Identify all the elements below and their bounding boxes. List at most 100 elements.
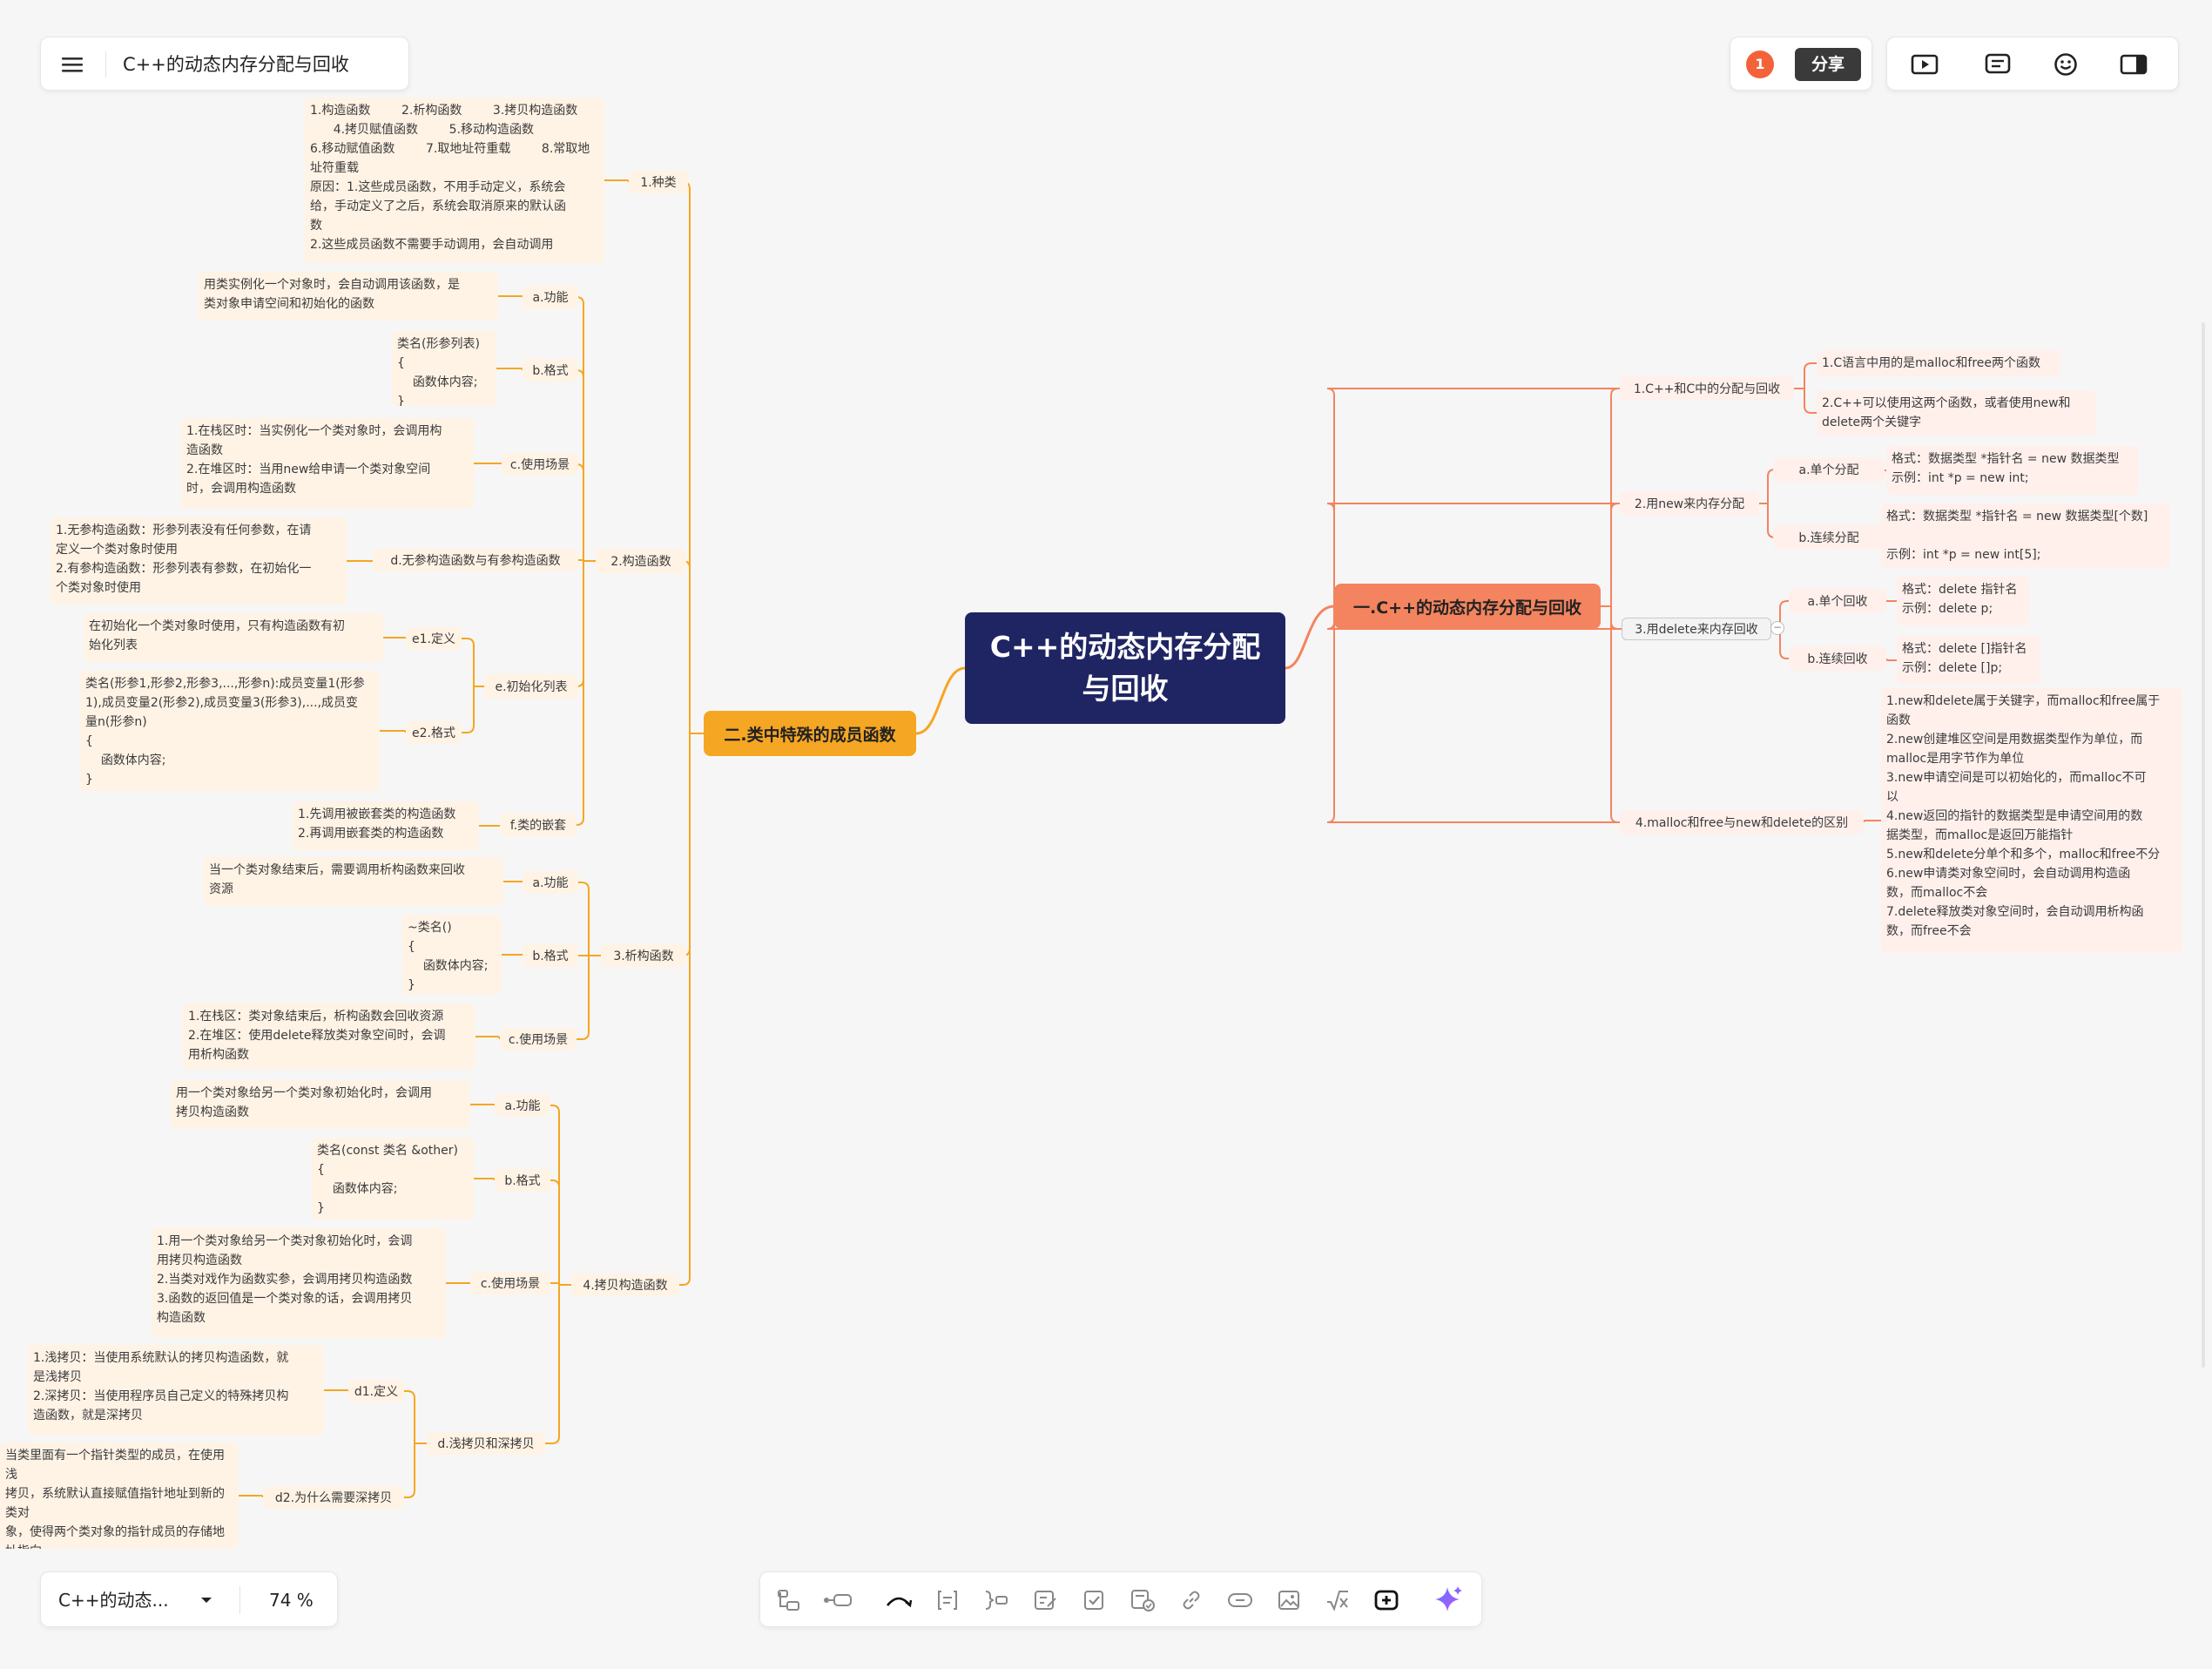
topic-l4d1[interactable]: d1.定义	[348, 1380, 404, 1402]
topic-l3b[interactable]: b.格式	[523, 944, 578, 967]
menu-icon[interactable]	[57, 49, 88, 80]
leaf-l4a[interactable]: 用一个类对象给另一个类对象初始化时，会调用 拷贝构造函数	[171, 1080, 470, 1129]
leaf-l4b[interactable]: 类名(const 类名 &other) { 函数体内容; }	[312, 1138, 474, 1220]
topic-l2e1[interactable]: e1.定义	[406, 627, 462, 650]
connector-line	[462, 686, 475, 733]
topic-l3c[interactable]: c.使用场景	[500, 1028, 577, 1051]
topic-l4[interactable]: 4.拷贝构造函数	[571, 1274, 679, 1296]
leaf-l2b[interactable]: 类名(形参列表) { 函数体内容; }	[392, 331, 496, 406]
connector-line	[550, 1179, 560, 1285]
topic-r3-selected[interactable]: 3.用delete来内存回收	[1622, 618, 1771, 640]
connector-line	[682, 181, 691, 733]
note-icon[interactable]	[1028, 1584, 1062, 1617]
document-title[interactable]: C++的动态内存分配与回收	[123, 54, 349, 75]
topic-l2d[interactable]: d.无参构造函数与有参构造函数	[373, 549, 578, 571]
leaf-r2a[interactable]: 格式：数据类型 *指针名 = new 数据类型 示例：int *p = new …	[1886, 446, 2139, 495]
connector-line	[239, 1495, 264, 1498]
vertical-scrollbar[interactable]	[2202, 322, 2205, 1368]
child-topic-icon[interactable]	[821, 1584, 854, 1617]
checkbox-icon[interactable]	[1077, 1584, 1110, 1617]
topic-r1[interactable]: 1.C++和C中的分配与回收	[1620, 376, 1794, 401]
insert-icon[interactable]	[1370, 1584, 1403, 1617]
notification-badge[interactable]: 1	[1746, 51, 1774, 78]
topic-r4[interactable]: 4.malloc和free与new和delete的区别	[1620, 810, 1864, 834]
connector-line	[462, 638, 475, 686]
leaf-r2b[interactable]: 格式：数据类型 *指针名 = new 数据类型[个数] 示例：int *p = …	[1881, 503, 2170, 568]
sibling-topic-icon[interactable]	[772, 1584, 806, 1617]
topic-l4a[interactable]: a.功能	[495, 1094, 550, 1117]
relationship-icon[interactable]	[882, 1584, 915, 1617]
topic-l2e[interactable]: e.初始化列表	[484, 674, 578, 699]
leaf-r1b[interactable]: 2.C++可以使用这两个函数，或者使用new和 delete两个关键字	[1817, 390, 2095, 436]
chevron-down-icon[interactable]	[196, 1590, 217, 1611]
connector-line	[578, 882, 590, 956]
formula-icon[interactable]	[1321, 1584, 1354, 1617]
leaf-l2e1[interactable]: 在初始化一个类对象时使用，只有构造函数有初 始化列表	[84, 613, 383, 662]
leaf-l2c[interactable]: 1.在栈区时：当实例化一个类对象时，会调用构 造函数 2.在堆区时：当用new给…	[181, 418, 474, 509]
leaf-l4c[interactable]: 1.用一个类对象给另一个类对象初始化时，会调 用拷贝构造函数 2.当类对戏作为函…	[152, 1228, 446, 1338]
topic-l2f[interactable]: f.类的嵌套	[500, 814, 577, 836]
root-topic[interactable]: C++的动态内存分配 与回收	[965, 612, 1285, 724]
summary-bracket-icon[interactable]	[980, 1584, 1013, 1617]
emoji-icon[interactable]	[2049, 48, 2082, 81]
connector-line	[383, 637, 407, 639]
topic-l2e2[interactable]: e2.格式	[406, 721, 462, 744]
leaf-r1a[interactable]: 1.C语言中用的是malloc和free两个函数	[1817, 350, 2060, 376]
topic-l1[interactable]: 1.种类	[629, 171, 688, 193]
share-button[interactable]: 分享	[1795, 48, 1861, 81]
connector-line	[324, 1389, 349, 1392]
topic-l4b[interactable]: b.格式	[495, 1169, 550, 1192]
ai-sparkle-icon[interactable]	[1429, 1582, 1467, 1618]
leaf-r3b[interactable]: 格式：delete []指针名 示例：delete []p;	[1897, 636, 2040, 685]
topic-link-icon[interactable]	[1224, 1584, 1257, 1617]
link-icon[interactable]	[1175, 1584, 1208, 1617]
topic-l3a[interactable]: a.功能	[523, 871, 578, 894]
topic-r2b[interactable]: b.连续分配	[1773, 525, 1885, 550]
connector-line	[915, 666, 966, 735]
topic-l4c[interactable]: c.使用场景	[470, 1272, 550, 1294]
leaf-l2a[interactable]: 用类实例化一个对象时，会自动调用该函数，是 类对象申请空间和初始化的函数	[199, 272, 498, 321]
leaf-r4[interactable]: 1.new和delete属于关键字，而malloc和free属于 函数 2.ne…	[1881, 688, 2182, 953]
connector-line	[380, 730, 407, 733]
connector-line	[1610, 388, 1620, 606]
connector-line	[1285, 605, 1335, 670]
topic-r2a[interactable]: a.单个分配	[1773, 457, 1885, 482]
topic-l2b[interactable]: b.格式	[523, 359, 578, 382]
leaf-l3c[interactable]: 1.在栈区：类对象结束后，析构函数会回收资源 2.在堆区：使用delete释放类…	[183, 1003, 475, 1070]
leaf-l3a[interactable]: 当一个类对象结束后，需要调用析构函数来回收 资源	[204, 857, 503, 906]
topic-l2[interactable]: 2.构造函数	[596, 549, 686, 573]
topic-r3b[interactable]: b.连续回收	[1789, 646, 1886, 671]
topic-l3[interactable]: 3.析构函数	[601, 944, 686, 967]
connector-line	[682, 560, 691, 733]
connector-line	[1326, 606, 1864, 823]
summary-box-icon[interactable]	[931, 1584, 964, 1617]
topic-r3a[interactable]: a.单个回收	[1789, 589, 1886, 613]
topic-right-main[interactable]: 一.C++的动态内存分配与回收	[1334, 584, 1601, 629]
side-panel-icon[interactable]	[2117, 48, 2150, 81]
connector-line	[1610, 606, 1620, 823]
outline-icon[interactable]	[1981, 48, 2014, 81]
leaf-l4d2[interactable]: 当类里面有一个指针类型的成员，在使用浅 拷贝，系统默认直接赋值指针地址到新的类对…	[0, 1443, 239, 1549]
leaf-l1[interactable]: 1.构造函数 2.析构函数 3.拷贝构造函数 4.拷贝赋值函数 5.移动构造函数…	[305, 98, 604, 263]
topic-l4d[interactable]: d.浅拷贝和深拷贝	[427, 1432, 545, 1455]
topic-l2a[interactable]: a.功能	[523, 286, 578, 308]
task-icon[interactable]	[1126, 1584, 1159, 1617]
collapse-toggle-icon[interactable]: −	[1770, 621, 1784, 635]
leaf-l2e2[interactable]: 类名(形参1,形参2,形参3,...,形参n):成员变量1(形参 1),成员变量…	[80, 671, 380, 791]
leaf-l3b[interactable]: ~类名() { 函数体内容; }	[402, 915, 502, 995]
connector-line	[474, 463, 502, 465]
zoom-level[interactable]: 74 %	[269, 1590, 314, 1611]
leaf-l4d1[interactable]: 1.浅拷贝：当使用系统默认的拷贝构造函数，就 是浅拷贝 2.深拷贝：当使用程序员…	[28, 1345, 324, 1436]
leaf-l2f[interactable]: 1.先调用被嵌套类的构造函数 2.再调用嵌套类的构造函数	[293, 801, 479, 850]
topic-l4d2[interactable]: d2.为什么需要深拷贝	[263, 1486, 404, 1509]
document-selector[interactable]: C++的动态...	[58, 1590, 169, 1611]
topic-left-main[interactable]: 二.类中特殊的成员函数	[704, 711, 916, 756]
topic-r2[interactable]: 2.用new来内存分配	[1620, 491, 1759, 516]
present-icon[interactable]	[1908, 48, 1941, 81]
leaf-l2d[interactable]: 1.无参构造函数：形参列表没有任何参数，在请 定义一个类对象时使用 2.有参构造…	[51, 517, 347, 605]
topic-l2c[interactable]: c.使用场景	[502, 453, 578, 476]
image-icon[interactable]	[1272, 1584, 1305, 1617]
leaf-r3a[interactable]: 格式：delete 指针名 示例：delete p;	[1897, 577, 2029, 625]
title-divider	[105, 51, 106, 78]
